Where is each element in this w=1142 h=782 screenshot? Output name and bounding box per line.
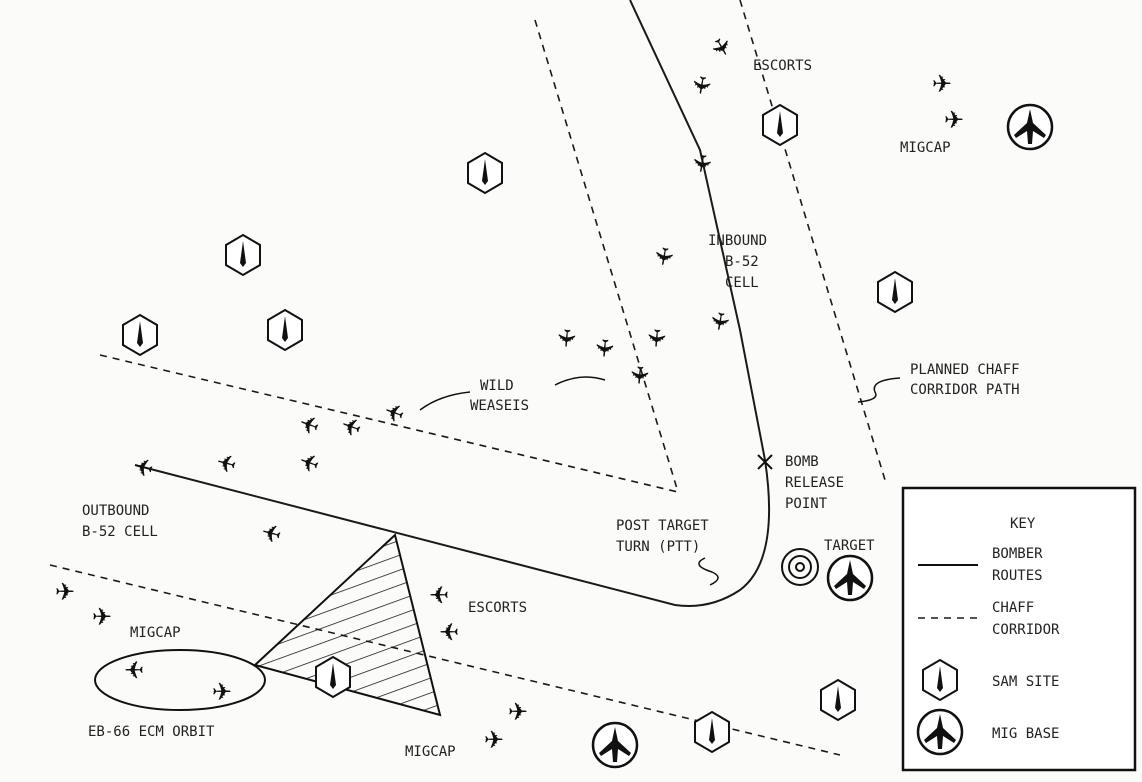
key-chaff-corridor: CHAFF — [992, 600, 1034, 616]
b52-icon: ✈ — [686, 151, 717, 176]
sam-site-icon — [877, 271, 913, 313]
plane-icon: ✈ — [92, 603, 112, 631]
key-bomber-routes: BOMBER — [992, 546, 1043, 562]
bomber-route — [134, 0, 771, 607]
label-wild-weasels: WEASEIS — [470, 398, 529, 414]
sam-site-icon — [225, 234, 261, 276]
b52-icon: ✈ — [704, 309, 735, 334]
chaff-corridor-left — [534, 19, 679, 493]
label-ptt: TURN (PTT) — [616, 539, 700, 555]
b52-icon: ✈ — [130, 450, 157, 482]
plane-icon: ✈ — [55, 578, 75, 606]
sam-site-icon — [762, 104, 798, 146]
weasel-icon: ✈ — [624, 364, 654, 386]
label-outbound: OUTBOUND — [82, 503, 149, 519]
weasel-icon: ✈ — [589, 337, 619, 359]
ecm-orbit — [94, 649, 266, 711]
pointer-arrow — [419, 376, 606, 411]
sam-site-icon — [122, 314, 158, 356]
label-ptt: POST TARGET — [616, 518, 709, 534]
key-title: KEY — [1010, 516, 1036, 532]
label-inbound: CELL — [725, 275, 759, 291]
sam-site-icon — [922, 659, 958, 701]
b52-icon: ✈ — [213, 446, 240, 478]
chaff-corridor-right — [739, 0, 886, 481]
label-target: TARGET — [824, 538, 875, 554]
plane-icon: ✈ — [439, 617, 459, 645]
plane-icon: ✈ — [932, 70, 952, 98]
label-outbound: B-52 CELL — [82, 524, 158, 540]
plane-icon: ✈ — [704, 32, 738, 63]
weasel-icon: ✈ — [641, 327, 671, 349]
label-eb66: EB-66 ECM ORBIT — [88, 724, 215, 740]
label-chaff-path: CORRIDOR PATH — [910, 382, 1020, 398]
jamming-cone — [252, 533, 442, 717]
plane-icon: ✈ — [685, 73, 716, 98]
label-inbound: B-52 — [725, 254, 759, 270]
sam-site-icon — [315, 656, 351, 698]
chaff-corridor-outbound — [99, 354, 679, 493]
label-migcap-top: MIGCAP — [900, 140, 951, 156]
b52-icon: ✈ — [258, 516, 285, 548]
weasel-icon: ✈ — [380, 395, 408, 428]
weasel-icon: ✈ — [295, 445, 323, 478]
label-wild-weasels: WILD — [480, 378, 514, 394]
mig-base-icon — [826, 554, 874, 602]
label-migcap-left: MIGCAP — [130, 625, 181, 641]
eb66-icon: ✈ — [124, 655, 144, 683]
weasel-icon: ✈ — [295, 407, 323, 440]
label-escorts-bottom: ESCORTS — [468, 600, 527, 616]
label-migcap-bottom: MIGCAP — [405, 744, 456, 760]
sam-site-icon — [694, 711, 730, 753]
label-bomb-release: RELEASE — [785, 475, 844, 491]
label-escorts-top: ESCORTS — [753, 58, 812, 74]
label-bomb-release: BOMB — [785, 454, 819, 470]
label-chaff-path: PLANNED CHAFF — [910, 362, 1020, 378]
key-bomber-routes: ROUTES — [992, 568, 1043, 584]
key-mig-base: MIG BASE — [992, 726, 1059, 742]
sam-site-icon — [267, 309, 303, 351]
legend-key: KEY BOMBER ROUTES CHAFF CORRIDOR SAM SIT… — [901, 486, 1137, 772]
label-bomb-release: POINT — [785, 496, 828, 512]
sam-site-icon — [820, 679, 856, 721]
plane-icon: ✈ — [508, 698, 528, 726]
b52-icon: ✈ — [648, 244, 679, 269]
eb66-icon: ✈ — [212, 678, 232, 706]
pointer-arrow — [698, 557, 719, 586]
mig-base-icon — [591, 721, 639, 769]
mig-base-icon — [916, 708, 964, 756]
plane-icon: ✈ — [484, 726, 504, 754]
plane-icon: ✈ — [429, 580, 449, 608]
weasel-icon: ✈ — [551, 327, 581, 349]
weasel-icon: ✈ — [337, 409, 365, 442]
key-chaff-corridor: CORRIDOR — [992, 622, 1060, 638]
label-inbound: INBOUND — [708, 233, 767, 249]
sam-site-icon — [467, 152, 503, 194]
key-sam-site: SAM SITE — [992, 674, 1059, 690]
bomb-release-marker — [757, 454, 773, 470]
pointer-arrow — [857, 377, 901, 403]
mig-base-icon — [1006, 103, 1054, 151]
plane-icon: ✈ — [944, 106, 964, 134]
target-icon — [781, 548, 819, 586]
